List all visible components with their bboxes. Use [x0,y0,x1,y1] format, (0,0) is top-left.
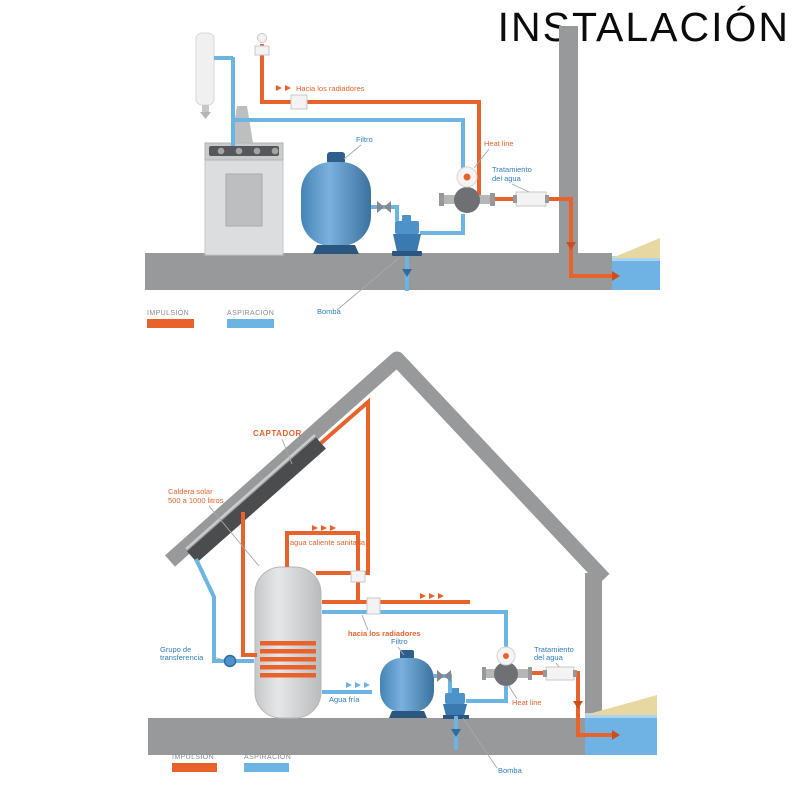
flow-arrow-icon [330,525,336,531]
legend-aspiracion-label: ASPIRACIÓN [227,308,274,317]
water-treatment-unit-b [543,666,577,681]
label-hacia-radiadores-b: hacia los radiadores [348,629,421,638]
flow-arrow-icon [429,593,435,599]
label-tratamiento-b-1: Tratamiento [534,645,574,654]
label-filtro: Filtro [356,135,373,144]
label-caldera-1: Caldera solar [168,487,213,496]
legend-impulsion-label: IMPULSIÓN [147,308,189,317]
solar-collector [185,434,326,563]
label-caldera-2: 500 a 1000 litros [168,496,224,505]
flow-arrow-icon [402,269,412,277]
heat-line-device-b [482,646,532,686]
legend-impulsion-swatch-b [172,763,217,772]
label-bomba: Bomba [317,307,342,316]
flow-arrows [402,242,620,281]
legend-impulsion-label-b: IMPULSIÓN [172,752,214,761]
transfer-group [194,558,254,668]
flow-arrow-icon [420,593,426,599]
label-heat-line: Heat line [484,139,514,148]
flow-arrow-icon [573,701,583,709]
room-structure [145,26,660,290]
label-captador: CAPTADOR [253,429,302,438]
legend-impulsion-swatch [147,319,194,328]
flow-arrow-icon [451,729,461,737]
page-title: INSTALACIÓN [497,4,790,50]
label-hacia-radiadores: Hacia los radiadores [296,84,365,93]
filter-tank [301,152,371,254]
flow-arrow-icon [612,271,620,281]
flow-arrow-icon [612,730,620,740]
pipe-fittings [254,33,391,213]
pump [392,215,422,256]
boiler [204,142,284,256]
water-treatment-unit [513,191,549,207]
label-grupo-1: Grupo de [160,645,191,654]
label-tratamiento-1: Tratamiento [492,165,532,174]
label-filtro-b: Filtro [391,637,408,646]
flow-arrow-icon [346,682,352,688]
bottom-diagram: CAPTADOR Caldera solar 500 a 1000 litros… [148,351,657,775]
labels: Hacia los radiadores Filtro Heat line Tr… [276,84,532,316]
flow-arrows-b [312,525,620,740]
filter-tank-b [380,650,434,718]
solar-tank [254,566,322,719]
chimney [231,106,253,143]
label-bomba-b: Bomba [498,766,523,775]
legend-aspiracion-swatch-b [244,763,289,772]
flow-arrow-icon [321,525,327,531]
flow-arrow-icon [364,682,370,688]
flow-arrow-icon [438,593,444,599]
flow-arrow-icon [566,242,576,250]
labels-b: CAPTADOR Caldera solar 500 a 1000 litros… [160,429,574,775]
label-tratamiento-2: del agua [492,174,522,183]
solar-pipes [241,397,370,657]
flow-arrow-icon [355,682,361,688]
flow-arrow-icon [276,85,282,91]
label-agua-caliente: agua caliente sanitaria [290,538,366,547]
label-heat-line-b: Heat line [512,698,542,707]
flow-arrow-icon [312,525,318,531]
house-structure [148,351,657,755]
legend-b: IMPULSIÓN ASPIRACIÓN [172,752,291,772]
expansion-vessel [195,32,215,119]
legend: IMPULSIÓN ASPIRACIÓN [147,308,274,328]
label-tratamiento-b-2: del agua [534,653,564,662]
top-diagram: Hacia los radiadores Filtro Heat line Tr… [145,26,660,328]
label-agua-fria: Agua fría [329,695,360,704]
flow-arrow-icon [285,85,291,91]
legend-aspiracion-swatch [227,319,274,328]
domestic-pipes [285,531,508,694]
heat-line-device [439,166,495,213]
label-grupo-2: transferencia [160,653,204,662]
pump-b [443,688,469,719]
legend-aspiracion-label-b: ASPIRACIÓN [244,752,291,761]
